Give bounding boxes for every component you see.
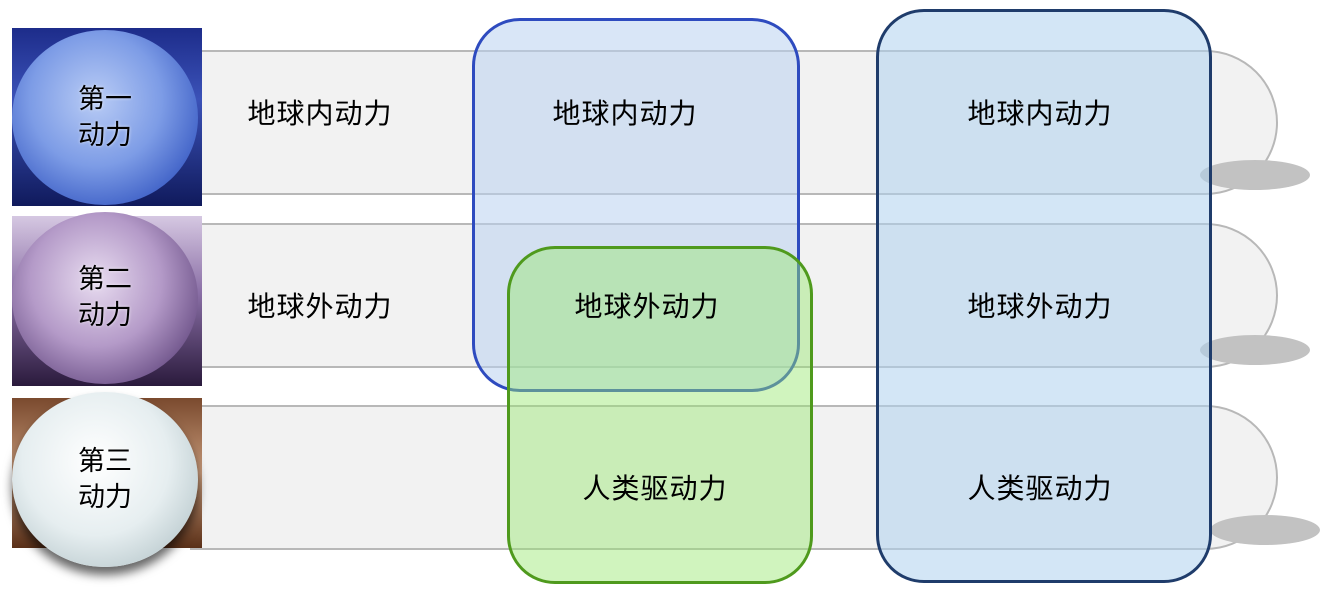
row-3-badge: 第三动力 — [12, 392, 198, 567]
row-bar-1-shadow — [1200, 160, 1310, 190]
row-bar-3-shadow — [1210, 515, 1320, 545]
row-2-badge: 第二动力 — [12, 212, 198, 384]
row-1-cell-right: 地球内动力 — [967, 97, 1113, 130]
row-2-cell-mid: 地球外动力 — [574, 290, 720, 323]
green-group-box — [507, 246, 813, 584]
row-2-cell-left: 地球外动力 — [247, 290, 393, 323]
row-1-cell-left: 地球内动力 — [247, 97, 393, 130]
row-1-cell-mid: 地球内动力 — [552, 97, 698, 130]
row-bar-2-shadow — [1200, 335, 1310, 365]
row-2-cell-right: 地球外动力 — [967, 290, 1113, 323]
row-1-badge: 第一动力 — [12, 30, 198, 205]
row-1-badge-label: 第一动力 — [78, 83, 132, 151]
row-3-cell-right: 人类驱动力 — [967, 472, 1113, 505]
blue-group-box — [472, 18, 800, 392]
row-2-badge-label: 第二动力 — [78, 264, 132, 331]
navy-group-box — [876, 9, 1212, 583]
row-3-cell-mid: 人类驱动力 — [582, 472, 728, 505]
row-3-badge-label: 第三动力 — [78, 445, 132, 513]
